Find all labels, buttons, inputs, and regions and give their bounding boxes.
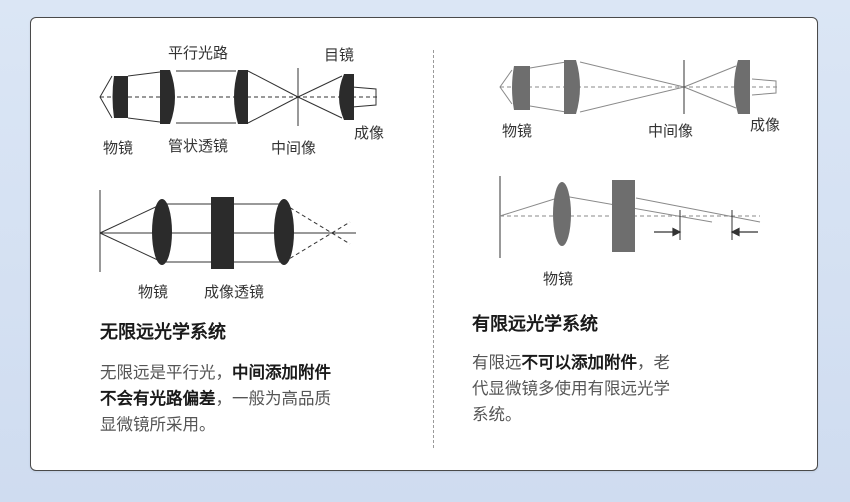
imaging-lens-block: [211, 197, 234, 269]
finite-eyepiece-lens: [734, 60, 750, 114]
finite-objective-lens: [512, 66, 530, 110]
infinity-system-diagram: [99, 68, 378, 126]
label-intermediate-image: 中间像: [271, 139, 317, 157]
desc-line-3-right: 系统。: [472, 405, 522, 424]
label-objective: 物镜: [103, 139, 134, 157]
label-tube-lens: 管状透镜: [168, 137, 229, 155]
shift-arrows: [654, 227, 758, 237]
column-divider: [433, 50, 434, 448]
desc-line-1-right: 有限远不可以添加附件，老: [472, 353, 670, 372]
desc-line-1: 无限远是平行光，中间添加附件: [100, 363, 331, 382]
label-parallel-light: 平行光路: [168, 44, 229, 62]
finite-system-description: 有限远不可以添加附件，老 代显微镜多使用有限远光学 系统。: [472, 350, 772, 428]
finite-system-diagram: [499, 60, 778, 114]
infinity-bottom-diagram: [99, 190, 356, 272]
desc-line-2-right: 代显微镜多使用有限远光学: [472, 379, 670, 398]
imaging-lens: [274, 199, 294, 265]
label-intermediate-image-right: 中间像: [648, 122, 694, 140]
tube-lens-2: [234, 70, 248, 124]
finite-tube-lens: [564, 60, 580, 114]
label-imaging: 成像: [354, 124, 385, 142]
label-eyepiece: 目镜: [324, 46, 355, 64]
objective-lens-2: [152, 199, 172, 265]
label-objective-right: 物镜: [502, 122, 533, 140]
desc-line-2: 不会有光路偏差，一般为高品质: [100, 389, 331, 408]
finite-objective-lens-2: [553, 182, 571, 246]
label-objective-2: 物镜: [138, 283, 169, 301]
eyepiece-lens: [339, 74, 354, 120]
label-objective-right-2: 物镜: [543, 270, 574, 288]
tube-lens-1: [160, 70, 175, 124]
infinity-system-heading: 无限远光学系统: [100, 322, 226, 343]
desc-line-3: 显微镜所采用。: [100, 415, 216, 434]
eye-cone: [351, 86, 377, 108]
finite-system-heading: 有限远光学系统: [472, 314, 598, 335]
label-imaging-right: 成像: [750, 116, 781, 134]
label-imaging-lens: 成像透镜: [204, 283, 265, 301]
infinity-system-description: 无限远是平行光，中间添加附件 不会有光路偏差，一般为高品质 显微镜所采用。: [100, 360, 400, 438]
objective-lens: [112, 76, 128, 118]
object-cone: [99, 75, 113, 119]
finite-lens-block: [612, 180, 635, 252]
